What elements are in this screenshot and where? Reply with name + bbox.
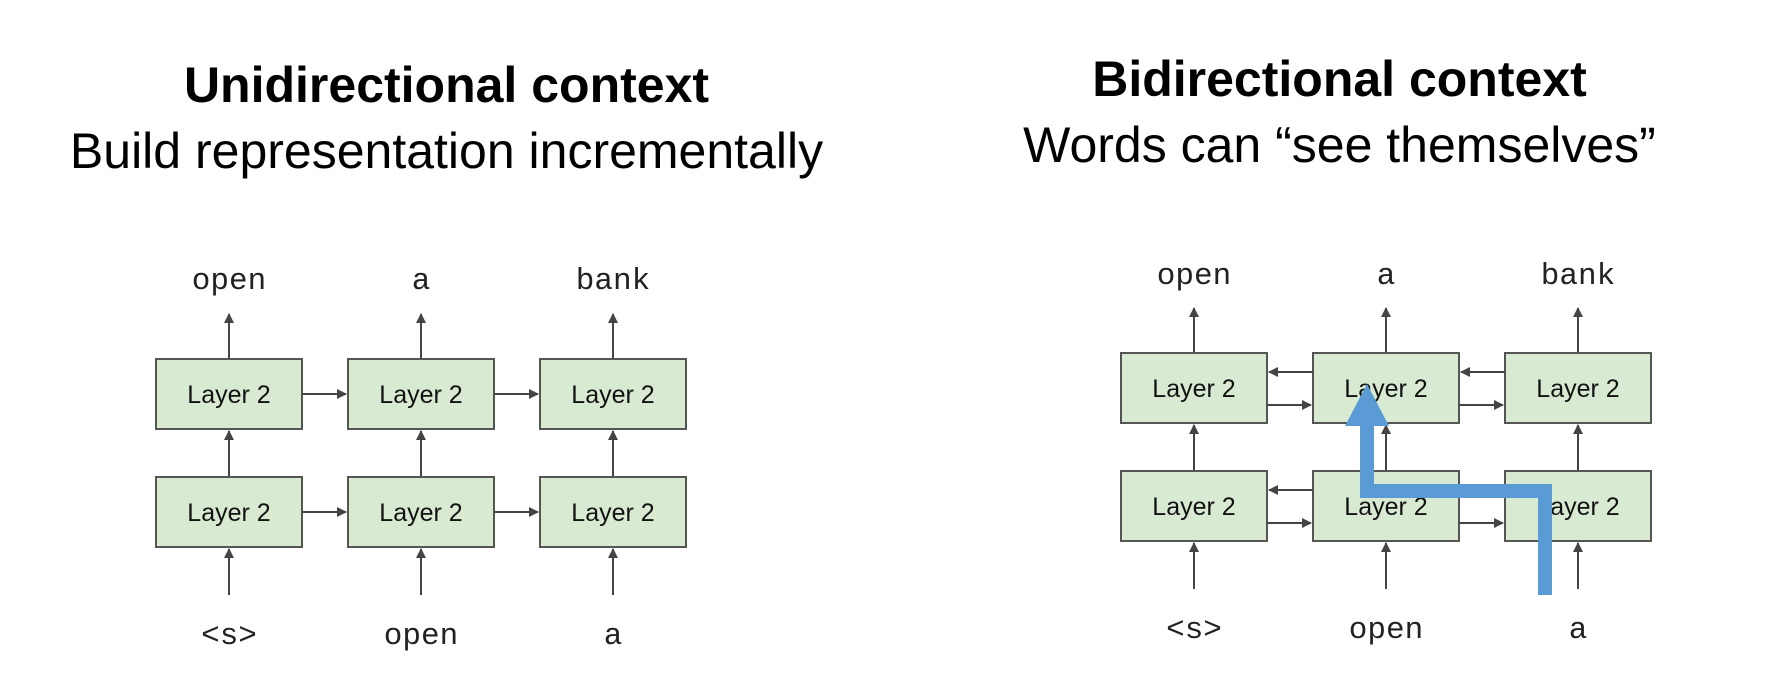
layer-label: Layer 2 <box>379 381 462 409</box>
output-word: open <box>1157 259 1231 294</box>
layer-box <box>539 358 687 430</box>
output-word: bank <box>576 264 650 299</box>
layer-box <box>1312 352 1460 424</box>
output-word: open <box>192 264 266 299</box>
highlight-arrowhead <box>1345 384 1389 426</box>
input-word: a <box>604 619 623 654</box>
highlight-path <box>1360 422 1552 595</box>
bidirectional-subtitle: Words can “see themselves” <box>1023 117 1656 173</box>
unidirectional-subtitle: Build representation incrementally <box>69 123 824 179</box>
layer-label: Layer 2 <box>1344 375 1427 403</box>
layer-label: Layer 2 <box>1536 375 1619 403</box>
layer-label: Layer 2 <box>571 499 654 527</box>
input-word: open <box>384 619 458 654</box>
bidirectional-diagram: open a bank Layer 2 Layer 2 Layer 2 Laye… <box>1120 259 1652 648</box>
layer-box <box>1504 470 1652 542</box>
layer-box <box>539 476 687 548</box>
unidirectional-diagram: open a bank Layer 2 Layer 2 Layer 2 Laye… <box>155 264 687 654</box>
input-word: a <box>1569 613 1588 648</box>
unidirectional-panel: Unidirectional context Build representat… <box>69 57 824 654</box>
layer-label: Layer 2 <box>187 381 270 409</box>
bidirectional-panel: Bidirectional context Words can “see the… <box>893 0 1786 700</box>
layer-box <box>1504 352 1652 424</box>
output-word: a <box>1377 259 1396 294</box>
layer-label: Layer 2 <box>571 381 654 409</box>
layer-label: Layer 2 <box>379 499 462 527</box>
layer-box <box>1312 470 1460 542</box>
layer-label: Layer 2 <box>1152 493 1235 521</box>
output-word: a <box>412 264 431 299</box>
layer-label: Layer 2 <box>187 499 270 527</box>
input-word: open <box>1349 613 1423 648</box>
layer-box <box>1120 470 1268 542</box>
output-word: bank <box>1541 259 1615 294</box>
bidirectional-title: Bidirectional context <box>1092 51 1587 107</box>
input-word: <s> <box>201 619 257 654</box>
layer-box <box>1120 352 1268 424</box>
input-word: <s> <box>1166 613 1222 648</box>
layer-box <box>347 358 495 430</box>
layer-label: Layer 2 <box>1152 375 1235 403</box>
unidirectional-title: Unidirectional context <box>183 57 710 113</box>
